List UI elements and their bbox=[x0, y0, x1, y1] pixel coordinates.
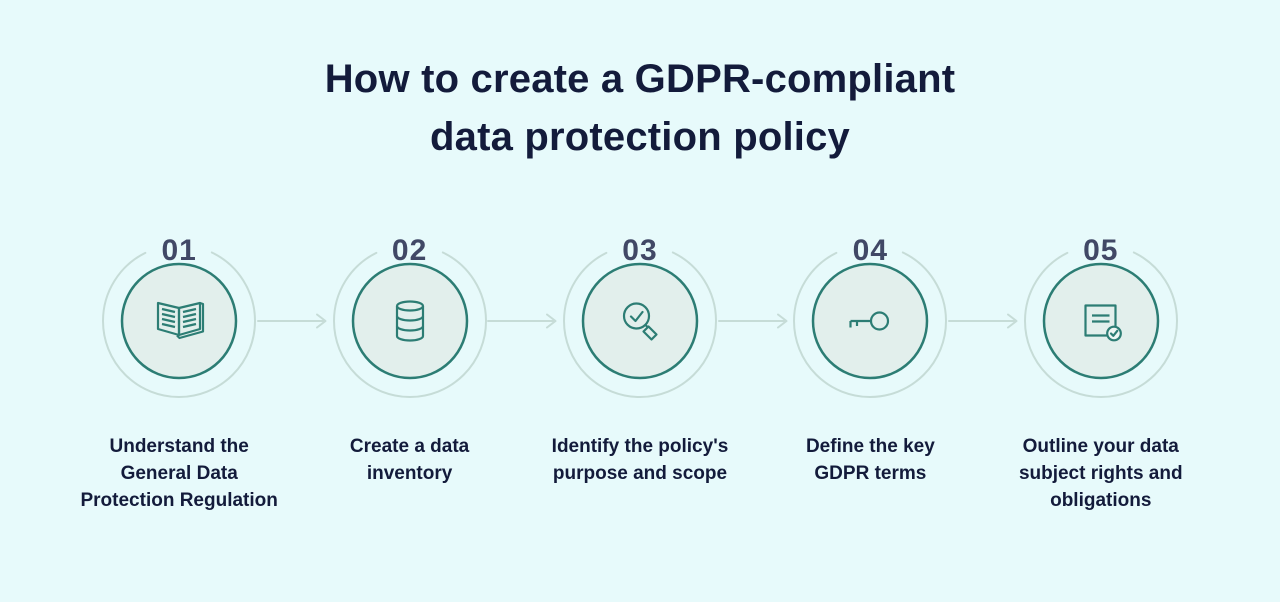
step-2-label: Create a data inventory bbox=[349, 436, 470, 484]
arrow-right-icon bbox=[257, 313, 327, 329]
step-5-number: 05 bbox=[1083, 234, 1119, 267]
open-book-icon bbox=[157, 301, 205, 340]
outer-ring bbox=[1023, 244, 1178, 398]
key-icon bbox=[849, 311, 890, 331]
outer-ring bbox=[562, 244, 717, 398]
step-2-number: 02 bbox=[391, 234, 428, 267]
step-1: 01 Understand the General Data Protectio… bbox=[64, 236, 294, 514]
database-icon bbox=[395, 300, 424, 342]
step-5: 05 Outline your data subject rights and … bbox=[986, 236, 1216, 514]
magnifier-check-icon bbox=[622, 302, 658, 341]
step-5-circle bbox=[1023, 244, 1178, 398]
steps-row: 01 Understand the General Data Protectio… bbox=[64, 236, 1216, 514]
step-2: 02 Create a data inventory bbox=[294, 236, 524, 514]
inner-disc bbox=[581, 262, 699, 380]
step-1-label: Understand the General Data Protection R… bbox=[80, 436, 278, 511]
document-check-icon bbox=[1084, 304, 1122, 342]
step-4-number: 04 bbox=[852, 234, 889, 267]
step-3: 03 Identify the policy's purpose and sco… bbox=[525, 236, 755, 514]
step-1-number: 01 bbox=[161, 234, 197, 267]
page-title-line-2: data protection policy bbox=[429, 115, 850, 159]
outer-ring bbox=[332, 244, 487, 398]
step-4: 04 Define the key GDPR terms bbox=[755, 236, 985, 514]
step-5-label: Outline your data subject rights and obl… bbox=[1018, 436, 1183, 511]
page-title-line-1: How to create a GDPR-compliant bbox=[324, 57, 956, 101]
arrow-right-icon bbox=[487, 313, 557, 329]
arrow-right-icon bbox=[948, 313, 1018, 329]
step-3-circle bbox=[562, 244, 717, 398]
step-3-label: Identify the policy's purpose and scope bbox=[551, 436, 729, 484]
step-4-circle bbox=[793, 244, 948, 398]
step-4-label: Define the key GDPR terms bbox=[805, 436, 935, 484]
step-2-circle bbox=[332, 244, 487, 398]
page-title: How to create a GDPR-compliant data prot… bbox=[0, 0, 1280, 166]
outer-ring bbox=[793, 244, 948, 398]
outer-ring bbox=[102, 244, 257, 398]
step-3-number: 03 bbox=[622, 234, 658, 267]
step-1-circle bbox=[102, 244, 257, 398]
arrow-right-icon bbox=[718, 313, 788, 329]
